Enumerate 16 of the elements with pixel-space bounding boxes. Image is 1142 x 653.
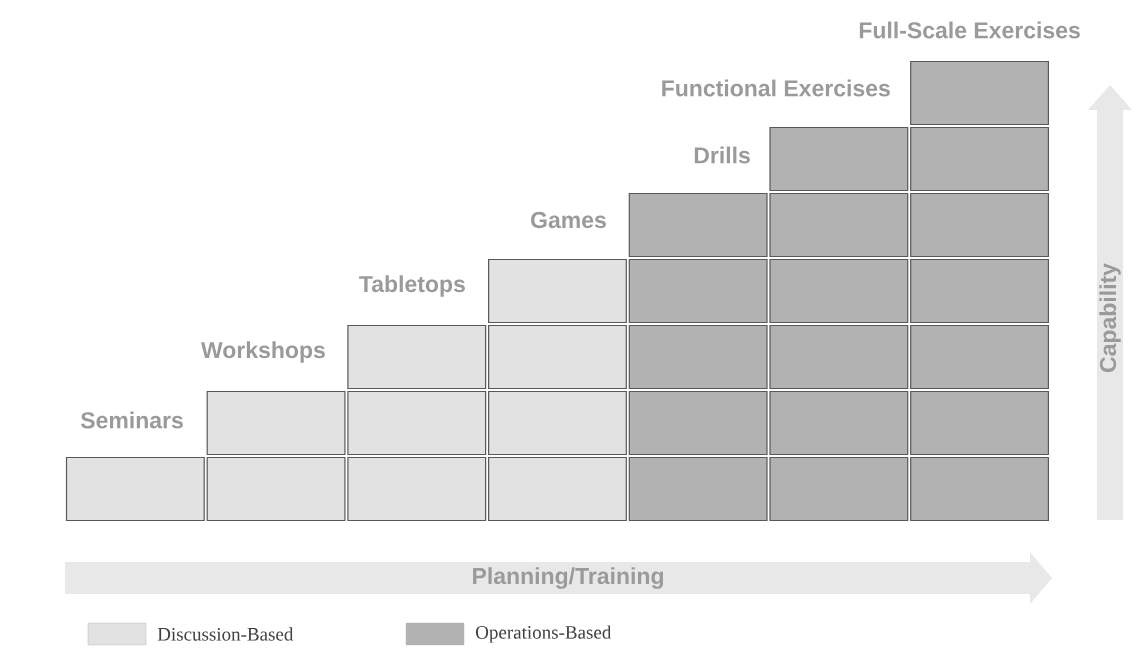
block-column xyxy=(488,211,627,522)
step-label: Drills xyxy=(694,146,750,164)
legend-label: Discussion-Based xyxy=(157,627,294,641)
block-column xyxy=(662,79,909,522)
step-label: Workshops xyxy=(201,341,325,363)
block-column xyxy=(201,341,346,522)
step-label: Functional Exercises xyxy=(662,79,890,97)
block-column xyxy=(65,411,205,522)
step-label: Games xyxy=(531,211,606,229)
step-label: Full-Scale Exercises xyxy=(859,21,1080,39)
step-label: Seminars xyxy=(80,411,183,429)
step-label: Tabletops xyxy=(359,275,465,297)
block-column xyxy=(628,146,768,522)
block-column xyxy=(347,275,487,522)
legend-label: Operations-Based xyxy=(476,625,612,643)
axis-label: Planning/Training xyxy=(473,567,663,589)
